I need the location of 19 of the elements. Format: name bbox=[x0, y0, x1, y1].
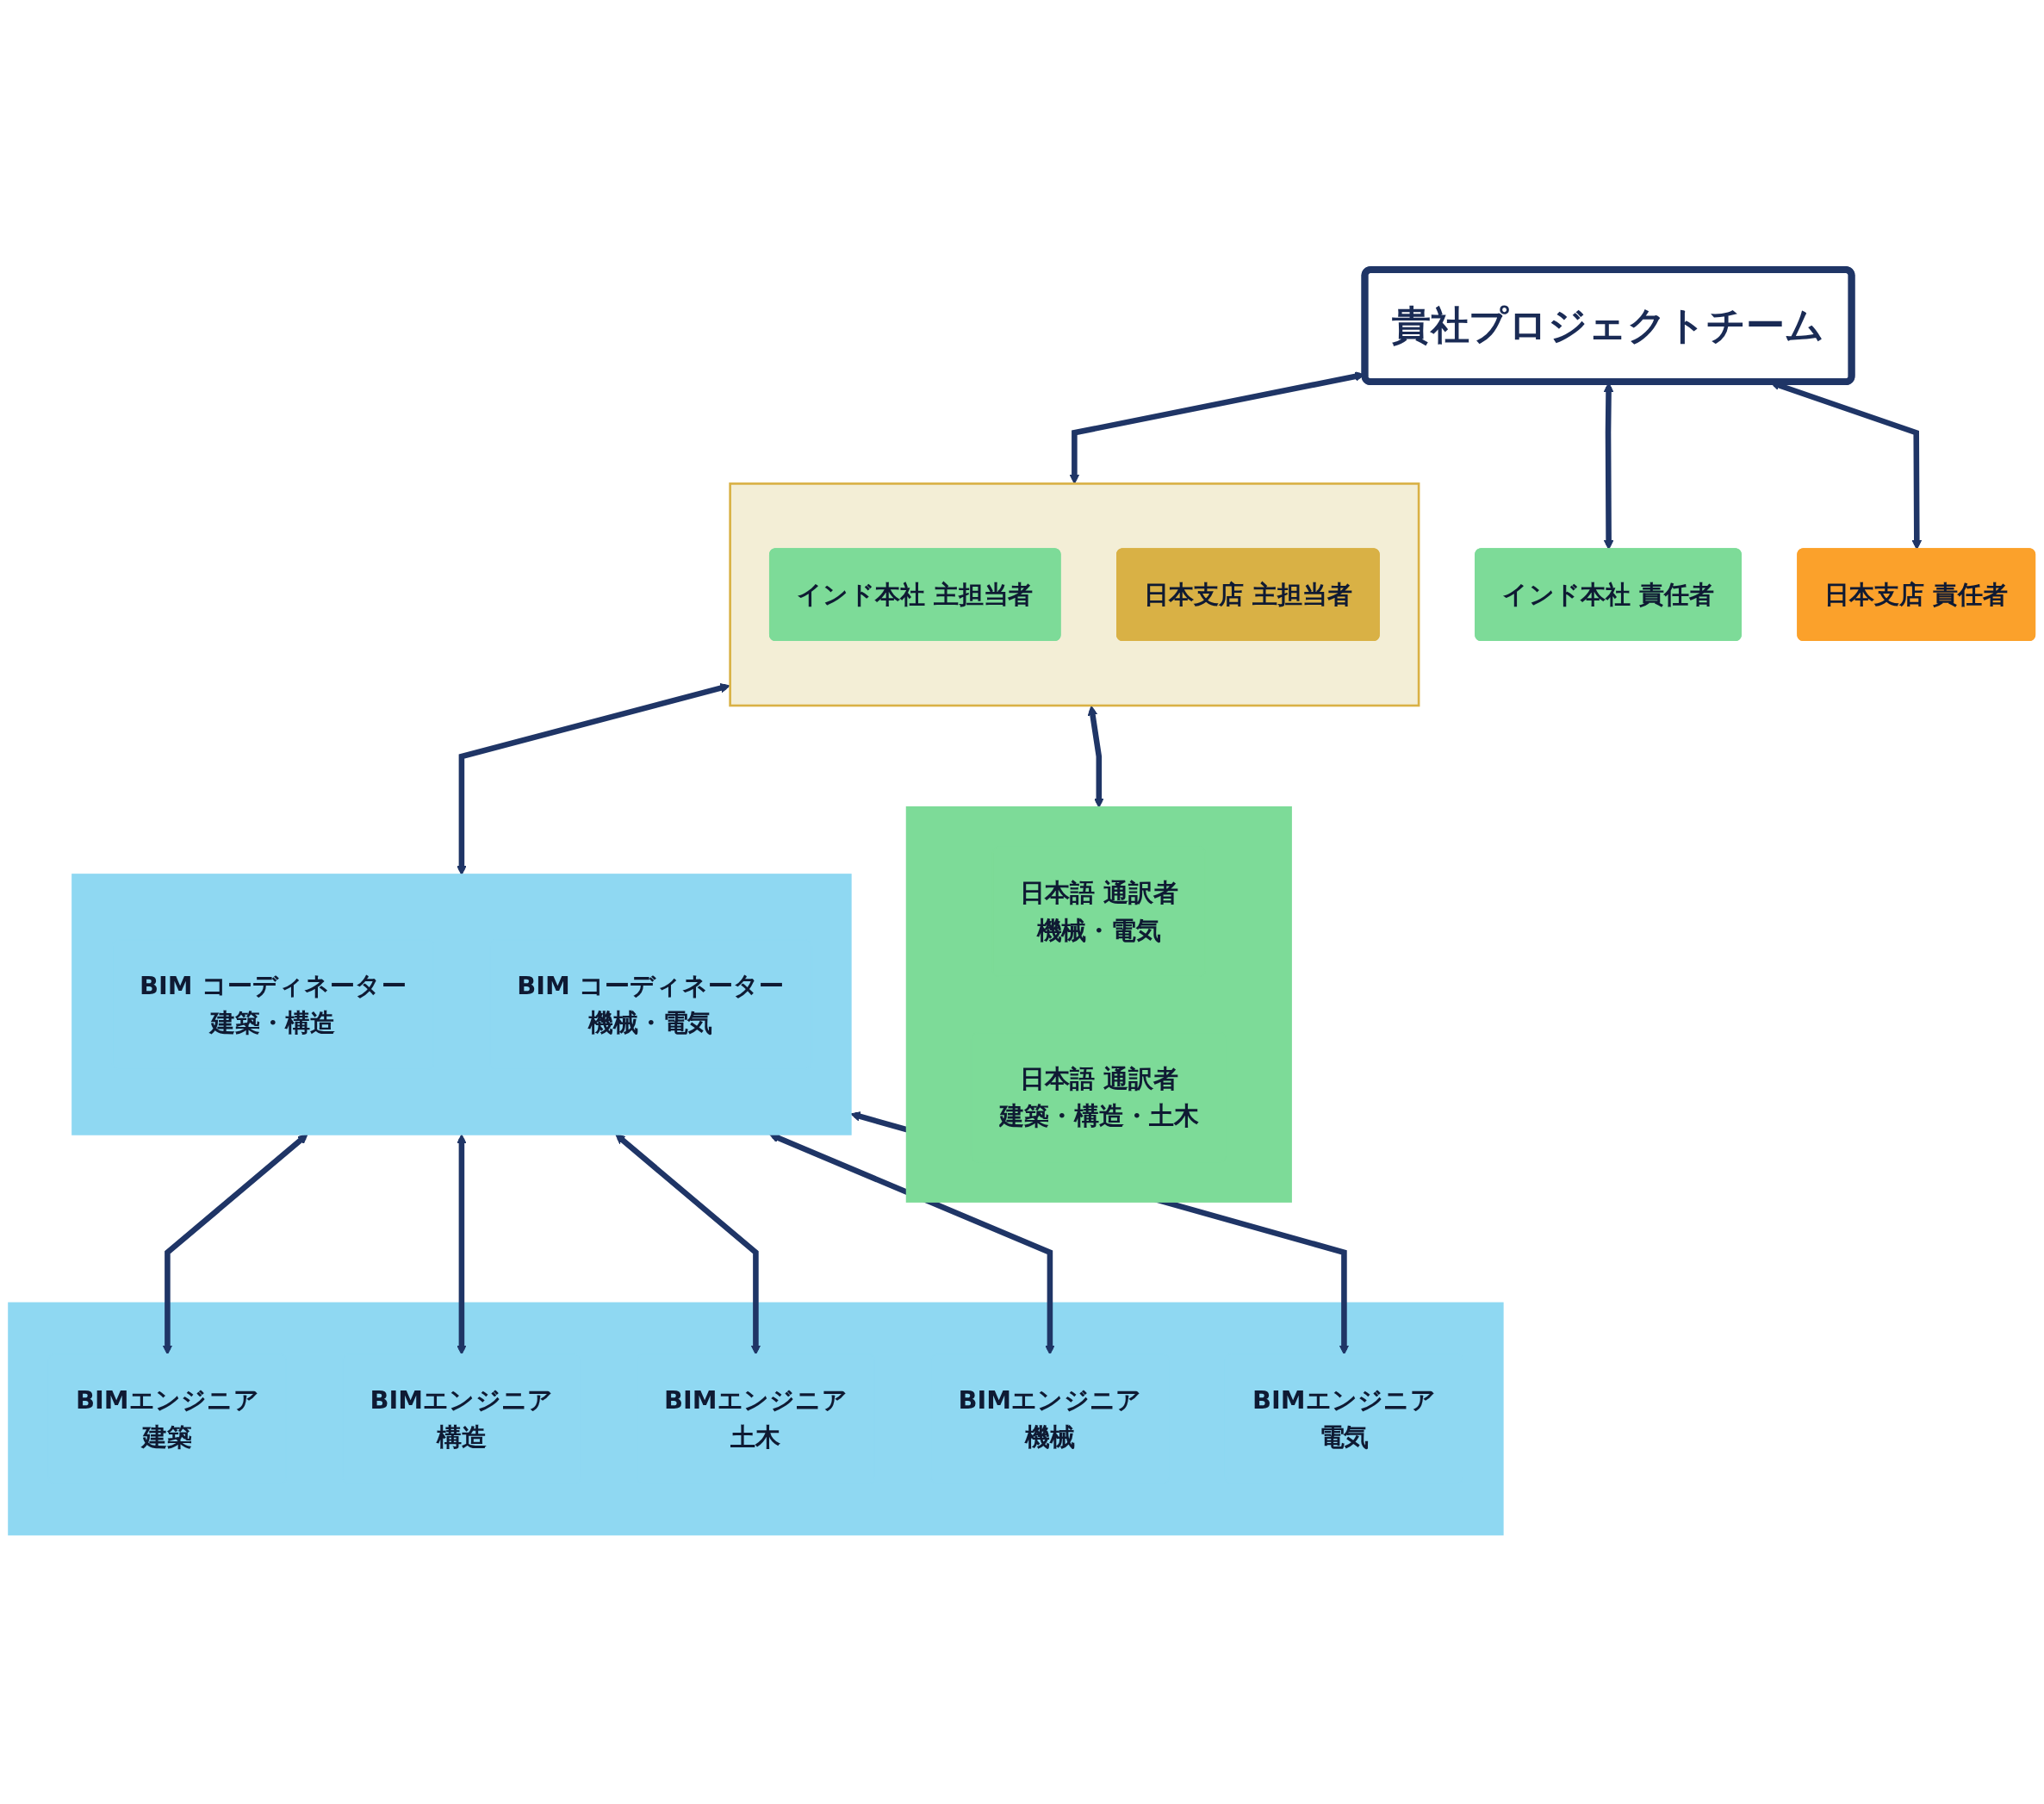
node-text: BIM コーディネーター 機械・電気 bbox=[517, 971, 784, 1038]
cluster bbox=[729, 482, 1420, 707]
node-text: BIMエンジニア 機械 bbox=[958, 1385, 1142, 1453]
cluster bbox=[8, 1302, 1504, 1536]
arrow bbox=[457, 683, 730, 875]
arrow bbox=[1087, 706, 1104, 808]
cluster bbox=[905, 806, 1292, 1203]
arrow bbox=[768, 1133, 1055, 1355]
node-text: 日本語 通訳者 機械・電気 bbox=[1020, 879, 1178, 945]
node-text: BIMエンジニア 電気 bbox=[1252, 1385, 1436, 1453]
arrow bbox=[162, 1134, 308, 1355]
node-text: 日本語 通訳者 建築・構造・土木 bbox=[999, 1064, 1199, 1130]
node-text: BIMエンジニア 建築 bbox=[76, 1385, 259, 1453]
node-text: BIM コーディネーター 建築・構造 bbox=[140, 971, 407, 1038]
arrow bbox=[615, 1134, 761, 1355]
cluster bbox=[71, 874, 852, 1135]
arrow bbox=[457, 1134, 467, 1355]
node-text: BIMエンジニア 構造 bbox=[370, 1385, 554, 1453]
node-text: BIMエンジニア 土木 bbox=[664, 1385, 848, 1453]
